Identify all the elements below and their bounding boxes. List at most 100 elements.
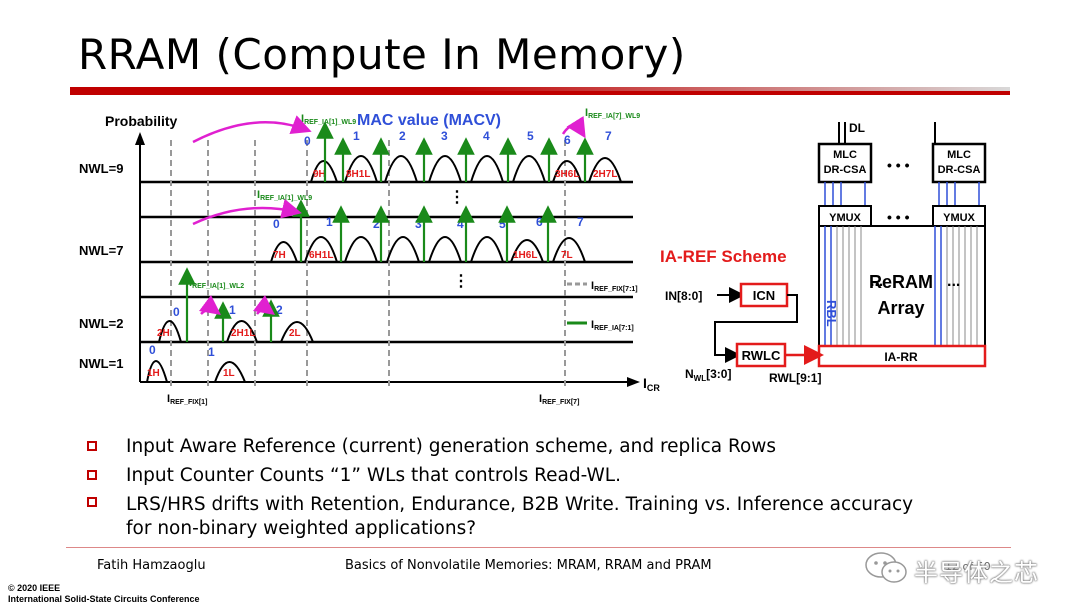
svg-text:2H1L: 2H1L [231,328,255,339]
copyright: © 2020 IEEE International Solid-State Ci… [8,583,200,605]
row-label-nwl9: NWL=9 [79,161,123,176]
reram-array [818,225,986,347]
nwl9-lobe-labels: 9H 8H1L 3H6L 2H7L [313,169,617,180]
in-label: IN[8:0] [665,289,702,303]
footer-page-number: 12 of 50 [945,560,991,573]
svg-text:0: 0 [273,217,280,231]
x-axis-label: ICR [643,375,660,393]
ia-ref-circuit: DL MLC DR-CSA MLC DR-CSA • • • YMUX YMUX… [660,121,987,385]
svg-text:5: 5 [499,217,506,231]
svg-text:2: 2 [276,303,283,317]
nwl7-lobe-labels: 7H 6H1L 1H6L 7L [273,250,573,261]
svg-text:9H: 9H [313,169,326,180]
mlc-left-line2: DR-CSA [824,164,867,176]
nwl9-green-arrows [316,121,594,182]
nwl2-shift-arrow [198,295,222,315]
svg-text:1H6L: 1H6L [513,250,537,261]
iref-fix7-label: IREF_FIX[7] [539,393,579,406]
bullet-box-icon [87,470,97,480]
bullet-box-icon [87,497,97,507]
nwl2-lobe-labels: 2H 2H1L 2L [157,328,301,339]
mlc-csa-left [817,142,873,184]
svg-text:7H: 7H [273,250,286,261]
bullet-text-continuation: for non-binary weighted applications? [126,518,477,539]
bullet-box-icon [87,441,97,451]
watermark-text: 半导体之芯 [914,559,1039,587]
ymux-right-label: YMUX [943,212,975,224]
svg-text:6H1L: 6H1L [309,250,333,261]
svg-text:6: 6 [536,215,543,229]
iref-fix1-label: IREF_FIX[1] [167,393,207,406]
svg-text:0: 0 [149,343,156,357]
nwl7-green-arrows [292,199,557,262]
legend: IREF_FIX[7:1] IREF_IA[7:1] [567,280,638,332]
nwl1-numbers: 0 1 [149,343,215,359]
nwl-bus-label: NWL[3:0] [685,367,731,383]
svg-text:2H: 2H [157,328,170,339]
legend-fix-label: IREF_FIX[7:1] [591,280,638,293]
svg-text:3: 3 [441,129,448,143]
bullet-text: Input Aware Reference (current) generati… [126,436,777,457]
iref-ia1-wl9-label: IREF_IA[1]_WL9 [301,113,356,126]
svg-text:0: 0 [304,134,311,148]
bullet-item: Input Aware Reference (current) generati… [84,432,1044,461]
figure: Probability ICR NWL=9 NWL=7 NWL=2 NWL=1 [75,100,1005,430]
title-underline-gradient [70,87,1010,91]
svg-text:8H1L: 8H1L [346,169,370,180]
y-axis-arrow [135,132,145,145]
bullet-item: LRS/HRS drifts with Retention, Endurance… [84,490,1044,541]
nwl2-shift-arrow-2 [252,295,276,315]
svg-text:7: 7 [577,215,584,229]
mlc-right-line2: DR-CSA [938,164,981,176]
row-label-nwl1: NWL=1 [79,356,123,371]
svg-text:1H: 1H [147,368,160,379]
icn-label: ICN [753,288,775,303]
bullet-item: Input Counter Counts “1” WLs that contro… [84,461,1044,490]
bullet-list: Input Aware Reference (current) generati… [84,432,1044,541]
nwl9-small-shift-arrow [561,115,586,139]
wechat-icon [865,552,907,583]
array-dots-right: ... [947,273,960,290]
array-label-line1: ReRAM [869,272,933,292]
iref-ia1-wl2-label: IREF_IA[1]_WL2 [189,277,244,290]
rbl-label: RBL [824,300,839,327]
legend-ia-label: IREF_IA[7:1] [591,319,634,332]
nwl2-lobes [158,320,314,343]
svg-text:2L: 2L [289,328,301,339]
svg-text:3: 3 [415,217,422,231]
svg-text:2: 2 [373,217,380,231]
ymux-dots: • • • [887,209,910,225]
svg-text:5: 5 [527,129,534,143]
svg-text:2H7L: 2H7L [593,169,617,180]
ia-rr-label: IA-RR [884,350,918,364]
mlc-left-line1: MLC [833,149,857,161]
mlc-csa-right [931,142,987,184]
svg-text:1: 1 [326,215,333,229]
svg-text:1L: 1L [223,368,235,379]
mac-value-title: MAC value (MACV) [357,112,501,129]
svg-text:1: 1 [208,345,215,359]
svg-text:4: 4 [457,217,464,231]
svg-text:7L: 7L [561,250,573,261]
svg-text:2: 2 [399,129,406,143]
dl-label: DL [849,121,865,135]
distribution-plot: Probability ICR NWL=9 NWL=7 NWL=2 NWL=1 [79,107,660,406]
bullet-text: LRS/HRS drifts with Retention, Endurance… [126,494,914,515]
svg-text:7: 7 [605,129,612,143]
nwl7-shift-arrow [192,198,302,226]
iref-ia1-nwl7-label: IREF_IA[1]_WL9 [257,189,312,202]
row-label-nwl2: NWL=2 [79,316,123,331]
nwl9-lobes [310,155,622,183]
nwl9-shift-arrow [192,115,312,144]
figure-svg: Probability ICR NWL=9 NWL=7 NWL=2 NWL=1 [79,107,987,406]
footer-divider [66,547,1011,548]
rwlc-label: RWLC [742,348,781,363]
iref-ia7-wl9-label: IREF_IA[7]_WL9 [585,107,640,120]
svg-text:6: 6 [564,133,571,147]
slide-title: RRAM (Compute In Memory) [78,30,686,79]
iref-fix-lines [170,140,566,390]
vdots-2: ⋮ [453,273,469,290]
svg-text:0: 0 [173,305,180,319]
ia-ref-scheme-title: IA-REF Scheme [660,247,787,266]
watermark: 半导体之芯 [862,548,1062,588]
